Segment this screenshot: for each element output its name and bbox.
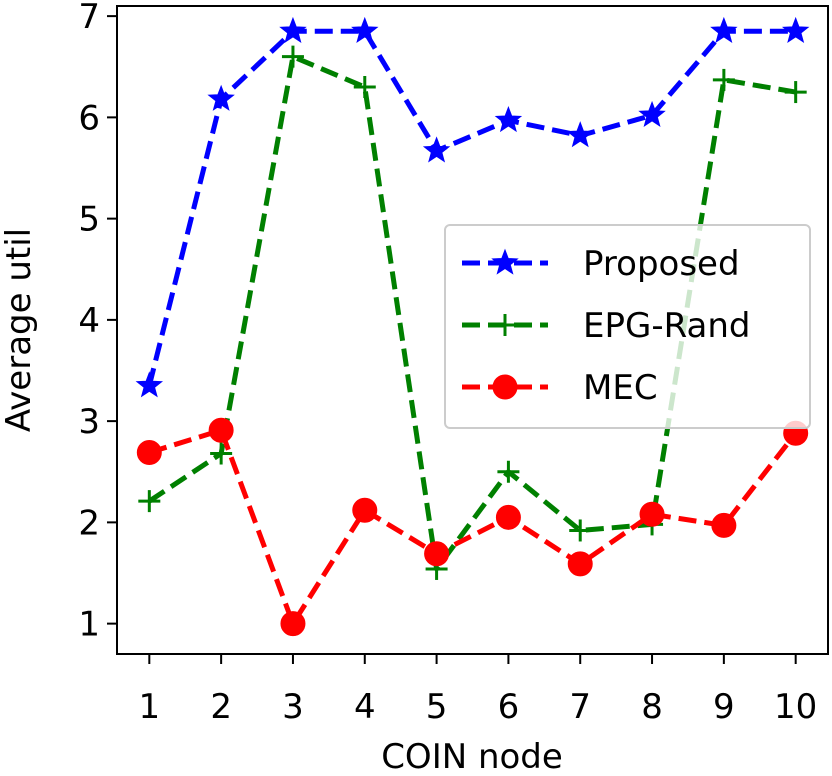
legend-label: MEC bbox=[583, 368, 658, 408]
data-point bbox=[422, 136, 451, 163]
x-tick-label: 9 bbox=[713, 687, 735, 727]
legend-marker bbox=[492, 374, 518, 400]
legend-frame bbox=[444, 224, 811, 429]
data-point bbox=[639, 501, 665, 527]
data-point bbox=[781, 16, 810, 43]
data-point bbox=[207, 84, 235, 111]
x-axis-title: COIN node bbox=[381, 737, 563, 776]
data-point bbox=[210, 442, 233, 465]
legend-marker bbox=[494, 314, 516, 336]
data-point bbox=[424, 541, 450, 567]
data-point bbox=[353, 76, 376, 98]
y-tick-label: 6 bbox=[78, 98, 100, 138]
y-tick-label: 3 bbox=[78, 402, 100, 442]
y-tick-label: 4 bbox=[78, 301, 100, 341]
data-point bbox=[566, 121, 594, 148]
data-point bbox=[784, 81, 807, 104]
tick-layer: 1 2 3 4 5 6 7 8 9 10 1 2 3 4 5 6 7 bbox=[78, 0, 817, 727]
legend-item: EPG-Rand bbox=[462, 306, 750, 346]
data-point bbox=[208, 417, 234, 443]
data-point bbox=[280, 611, 306, 637]
legend-label: Proposed bbox=[583, 244, 740, 284]
x-tick-label: 2 bbox=[210, 687, 232, 727]
legend-marker bbox=[491, 248, 519, 275]
data-point bbox=[569, 519, 592, 542]
data-point bbox=[494, 105, 523, 133]
legend-item: MEC bbox=[462, 368, 658, 408]
data-point bbox=[567, 551, 593, 577]
y-tick-label: 7 bbox=[78, 0, 100, 37]
y-tick-label: 5 bbox=[78, 200, 100, 240]
data-point bbox=[351, 16, 379, 43]
x-tick-label: 3 bbox=[282, 687, 304, 727]
legend-item: Proposed bbox=[462, 244, 740, 284]
data-point bbox=[135, 371, 164, 398]
data-point bbox=[711, 512, 737, 538]
x-tick-label: 4 bbox=[354, 687, 376, 727]
data-point bbox=[136, 440, 162, 466]
data-point bbox=[279, 16, 307, 43]
data-point bbox=[712, 68, 735, 91]
legend-label: EPG-Rand bbox=[583, 306, 750, 346]
x-tick-label: 1 bbox=[138, 687, 160, 727]
y-axis-title: Average util bbox=[0, 228, 39, 432]
y-tick-label: 2 bbox=[78, 503, 100, 543]
data-point bbox=[352, 497, 378, 523]
x-tick-label: 7 bbox=[569, 687, 591, 727]
data-point bbox=[495, 504, 521, 530]
data-point bbox=[281, 45, 304, 68]
x-tick-label: 5 bbox=[426, 687, 448, 727]
series-line bbox=[146, 28, 796, 387]
x-tick-label: 10 bbox=[774, 687, 817, 727]
y-tick-label: 1 bbox=[78, 605, 100, 645]
data-point bbox=[710, 16, 738, 43]
series-mec bbox=[136, 417, 809, 637]
data-point bbox=[138, 490, 161, 513]
x-tick-label: 6 bbox=[498, 687, 520, 727]
data-point bbox=[497, 460, 520, 483]
plot-frame bbox=[116, 5, 829, 655]
data-point bbox=[638, 100, 666, 128]
series-line bbox=[148, 427, 798, 627]
x-tick-label: 8 bbox=[641, 687, 663, 727]
series-proposed bbox=[135, 16, 810, 398]
